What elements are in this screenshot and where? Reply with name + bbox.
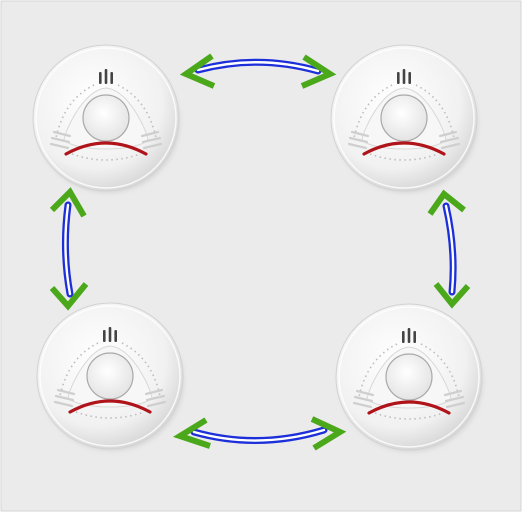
detector-top-right (331, 45, 478, 193)
link-arrow-right (427, 189, 471, 309)
detector-top-left (33, 45, 180, 193)
detector-bottom-left (37, 303, 184, 451)
link-arrow-left (49, 187, 89, 311)
link-arrow-top (179, 53, 337, 89)
link-arrow-bottom (172, 416, 347, 451)
detector-bottom-right (336, 304, 483, 452)
